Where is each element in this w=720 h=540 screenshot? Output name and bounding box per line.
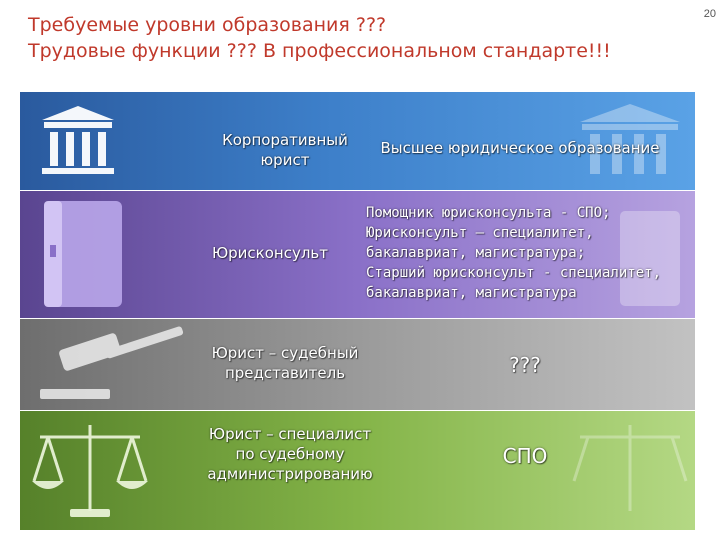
row-role: Юрист – судебный представитель [211,344,359,382]
row-requirement: ??? [509,353,541,377]
gavel-icon [40,326,184,399]
row-requirement: Помощник юрисконсульта - СПО; Юрисконсул… [366,205,662,301]
row-legal-adviser: Юрисконсульт Помощник юрисконсульта - СП… [20,191,695,318]
row-court-representative: Юрист – судебный представитель ??? [20,319,695,410]
title-line-1: Требуемые уровни образования ??? [28,14,387,36]
page-number: 20 [703,8,716,20]
row-court-administration: Юрист – специалист по судебному админист… [20,411,695,530]
title-line-2: Трудовые функции ??? В профессиональном … [28,40,611,62]
row-role: Корпоративный юрист [222,131,348,169]
row-requirement: Высшее юридическое образование [380,139,660,157]
row-role: Юрисконсульт [211,244,329,262]
law-book-icon [44,201,680,307]
slide-title: Требуемые уровни образования ??? Трудовы… [28,12,688,64]
row-corporate-lawyer: Корпоративный юрист Высшее юридическое о… [20,92,695,190]
education-table-graphic: Корпоративный юрист Высшее юридическое о… [20,92,695,530]
row-role: Юрист – специалист по судебному админист… [207,425,373,483]
scales-icon [32,425,688,517]
courthouse-icon [42,104,680,174]
row-requirement: СПО [502,444,548,468]
